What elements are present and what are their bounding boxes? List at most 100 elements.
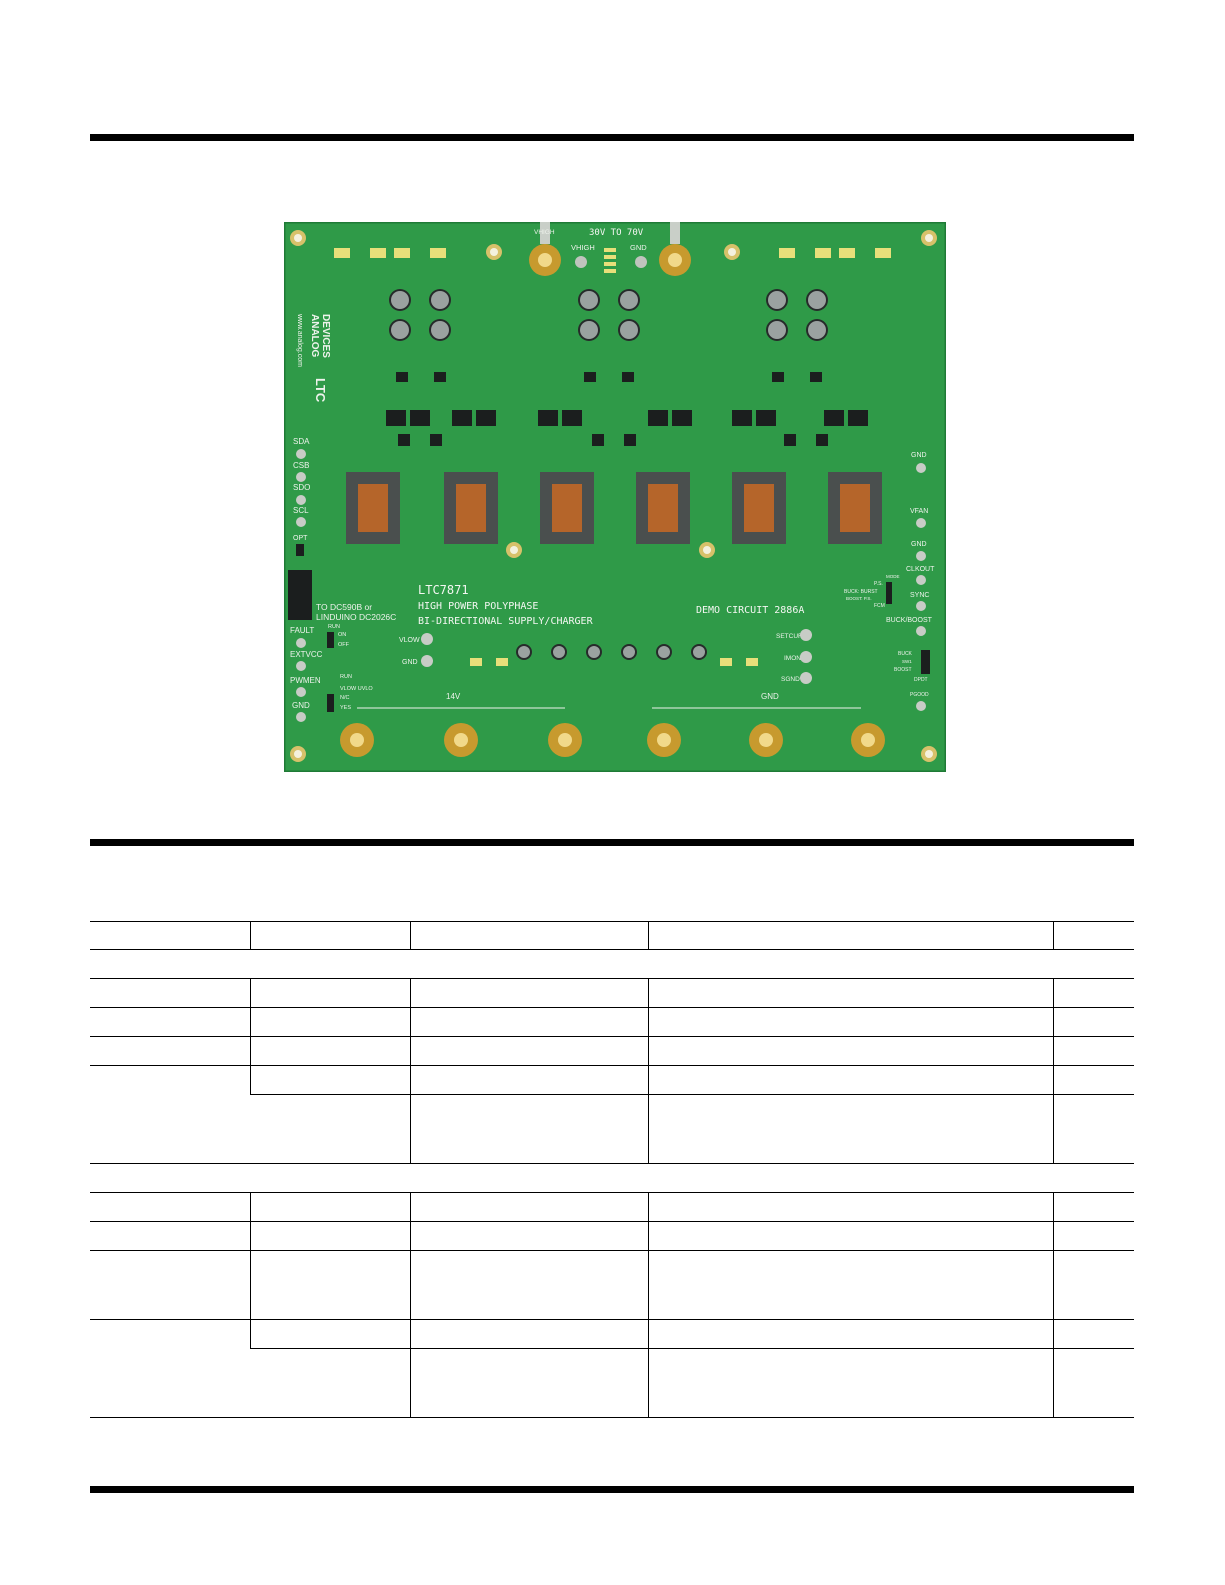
table-cell [250,1348,410,1418]
top-terminals [529,222,691,276]
section-rule [90,839,1134,846]
output-capacitors [470,644,758,666]
table-cell [647,1221,1053,1251]
pin-gnd-left: GND [292,701,310,710]
pin-clkout: CLKOUT [906,566,935,573]
buck-burst-label: BUCK: BURST [844,589,878,595]
sw-label: SW1 [902,659,912,664]
table-cell [647,921,1053,950]
table-cell [409,1319,648,1349]
electrolytic-capacitors [389,289,828,341]
table-row [90,1319,1134,1418]
table-cell [249,1250,410,1320]
table-row [90,1348,1134,1418]
vhigh-label: VHIGH [571,243,595,252]
pin-csb: CSB [293,461,309,470]
table-cell [647,1250,1053,1320]
table-cell [249,921,410,950]
table-cell [409,978,648,1008]
table-row [90,1007,1134,1037]
mode-label: MODE [886,574,900,579]
pin-fault: FAULT [290,626,314,635]
right-test-points: GND VFAN GND CLKOUT SYNC BUCK/BOOST [886,452,935,636]
table-cell [1052,1036,1134,1066]
table-row [90,1221,1134,1251]
bottom-terminals [340,707,885,757]
to-dc-line2: LINDUINO DC2026C [316,612,396,622]
pin-extvcc: EXTVCC [290,650,323,659]
table-cell [249,1065,410,1095]
vhigh-post-label: VHIGH [534,229,555,236]
fcm-label: FCM [874,603,885,609]
table-cell [1052,921,1134,950]
table-cell [90,921,250,950]
nc-label: N/C [340,695,350,701]
board-title-line2: BI-DIRECTIONAL SUPPLY/CHARGER [418,616,594,627]
pgood-label: PGOOD [910,692,929,698]
table-cell [90,949,1134,979]
pin-sdo: SDO [293,483,310,492]
vlow-uvlo-label: VLOW UVLO [340,686,373,692]
demo-circuit-label: DEMO CIRCUIT 2886A [696,605,804,616]
pin-sync: SYNC [910,592,929,599]
pin-gnd-right-1: GND [911,452,927,459]
board-photo: 30V TO 70V VHIGH GND VHIGH [284,222,946,772]
mosfets [386,372,868,446]
table-cell [409,921,648,950]
table-section-row [90,1163,1134,1193]
gnd-top-label: GND [630,243,647,252]
boost-ps-label: BOOST: P.S. [846,596,872,601]
logo-line1: ANALOG [309,314,320,358]
pin-pwmen: PWMEN [290,676,321,685]
footer-rule [90,1486,1134,1493]
table-cell [409,1221,648,1251]
yes-label: YES [340,705,351,711]
table-cell [1052,1007,1134,1037]
imon-label: IMON [784,655,801,662]
table-cell [250,1094,410,1164]
table-row [90,1065,1134,1164]
table-cell [409,1094,648,1164]
table-cell [90,1221,250,1251]
ps-label: P.S. [874,581,883,587]
table-header-row [90,921,1134,950]
pin-buck-boost: BUCK/BOOST [886,617,933,624]
table-cell [90,1065,250,1164]
table-cell [249,1007,410,1037]
opt-label: OPT [293,535,308,542]
table-cell [90,1192,250,1222]
setcur-label: SETCUR [776,633,803,640]
table-row [90,1250,1134,1320]
buck-boost-switch: BUCK SW1 BOOST DPDT PGOOD [894,650,930,711]
table-cell [1052,1221,1134,1251]
pin-gnd-right-2: GND [911,541,927,548]
gnd-small-label: GND [402,659,418,666]
table-cell [249,978,410,1008]
dpdt-label: DPDT [914,677,928,683]
table-cell [647,1192,1053,1222]
vin-range-label: 30V TO 70V [589,228,644,238]
table-row [90,978,1134,1008]
table-cell [409,1192,648,1222]
sgnd-label: SGND [781,676,800,683]
header-rule [90,134,1134,141]
part-number: LTC7871 [418,583,469,597]
inductors [346,472,882,544]
run-label: RUN [328,624,340,630]
left-test-points: SDA CSB SDO SCL OPT [293,437,310,556]
table-cell [1052,1094,1134,1164]
run-label-2: RUN [340,674,352,680]
vlow-label: VLOW [399,637,420,644]
pin-sda: SDA [293,437,310,446]
table-cell [90,1250,250,1320]
off-label: OFF [338,642,350,648]
table-cell [249,1036,410,1066]
table-cell [1052,1319,1134,1349]
boost-label: BOOST [894,667,912,673]
gnd-bottom-label: GND [761,692,779,701]
analog-devices-logo: ANALOG DEVICES www.analog.com LTC [296,313,331,403]
table-cell [1052,978,1134,1008]
table-cell [647,1065,1053,1095]
table-cell [409,1250,648,1320]
table-cell [409,1007,648,1037]
